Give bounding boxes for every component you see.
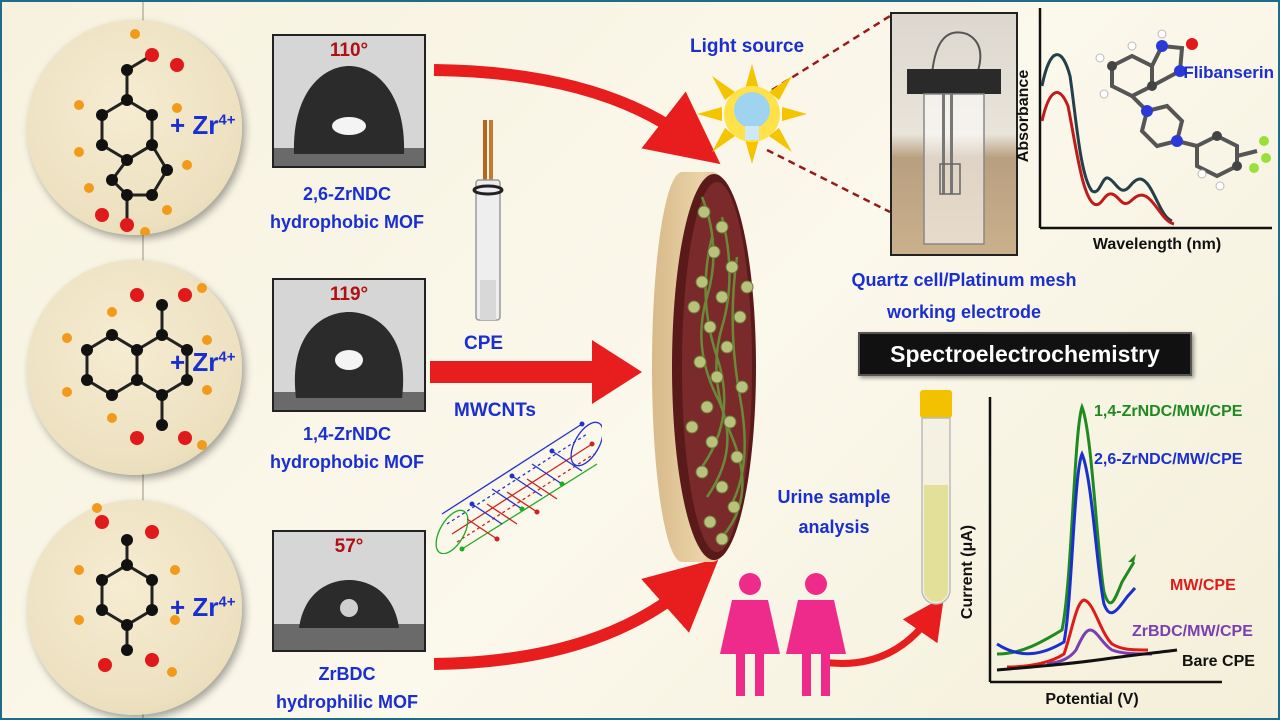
woman-icon-1 [720, 573, 780, 696]
cv-ylabel: Current (μA) [959, 525, 976, 619]
arrow-mof3 [433, 558, 719, 670]
absorbance-ylabel: Absorbance [1015, 70, 1032, 163]
cv-legend-14-zrndc: 1,4-ZrNDC/MW/CPE [1094, 403, 1243, 420]
absorbance-series-1 [1040, 53, 1173, 223]
modified-electrode-disk [652, 172, 756, 562]
contact-angle-value-3: 57° [334, 536, 364, 557]
zr-ion-label-1: + Zr4+ [170, 110, 236, 140]
naphthalene-26-structure [74, 29, 192, 237]
light-source-label: Light source [690, 36, 805, 57]
arrow-mof2-head [592, 340, 642, 404]
zr-ion-label-2: + Zr4+ [170, 347, 236, 377]
cpe-label: CPE [464, 333, 504, 354]
quartz-cell-photo [890, 12, 1018, 256]
absorbance-spectrum-chart: Absorbance Wavelength (nm) Flibanserin [1015, 8, 1274, 253]
contact-angle-value-1: 110° [329, 40, 369, 61]
contact-angle-image-2: 119° [272, 278, 426, 412]
cv-series-zrbdc [1046, 628, 1153, 666]
molecule-circle-2 [27, 260, 242, 475]
contact-angle-image-3: 57° [272, 530, 426, 652]
woman-icon-2 [786, 573, 846, 696]
cv-series-14-zrndc [996, 402, 1136, 656]
mwcnt-structure [435, 421, 602, 554]
flibanserin-label: Flibanserin [1183, 63, 1274, 82]
cv-series-mw [1006, 598, 1149, 669]
spectroelectrochemistry-banner: Spectroelectrochemistry [858, 332, 1192, 376]
urine-test-tube [920, 390, 952, 605]
arrow-mof1 [433, 64, 721, 165]
cv-legend-zrbdc: ZrBDC/MW/CPE [1132, 623, 1253, 640]
cv-legend-26-zrndc: 2,6-ZrNDC/MW/CPE [1094, 451, 1243, 468]
light-bulb-icon [697, 64, 807, 164]
contact-angle-value-2: 119° [329, 284, 369, 305]
absorbance-series-2 [1040, 91, 1175, 226]
contact-angle-image-1: 110° [272, 34, 426, 168]
cv-legend-bare: Bare CPE [1182, 653, 1255, 670]
voltammogram-chart: Current (μA) Potential (V) 1,4-ZrNDC/MW/… [959, 397, 1255, 708]
cv-series-26-zrndc [996, 450, 1137, 656]
molecule-circle-1 [27, 20, 242, 237]
zr-ion-label-3: + Zr4+ [170, 592, 236, 622]
bdc-structure [74, 503, 180, 677]
molecule-circle-3 [27, 500, 242, 715]
cv-xlabel: Potential (V) [1045, 691, 1138, 708]
absorbance-xlabel: Wavelength (nm) [1093, 236, 1221, 253]
arrow-urine [821, 596, 944, 667]
cpe-electrode [472, 120, 504, 321]
women-icons [720, 573, 846, 696]
mwcnts-label: MWCNTs [454, 400, 536, 421]
naphthalene-14-structure [62, 283, 212, 450]
flibanserin-molecule-icon [1095, 29, 1271, 191]
cv-legend-mw: MW/CPE [1170, 577, 1236, 594]
cv-series-bare [996, 648, 1178, 672]
